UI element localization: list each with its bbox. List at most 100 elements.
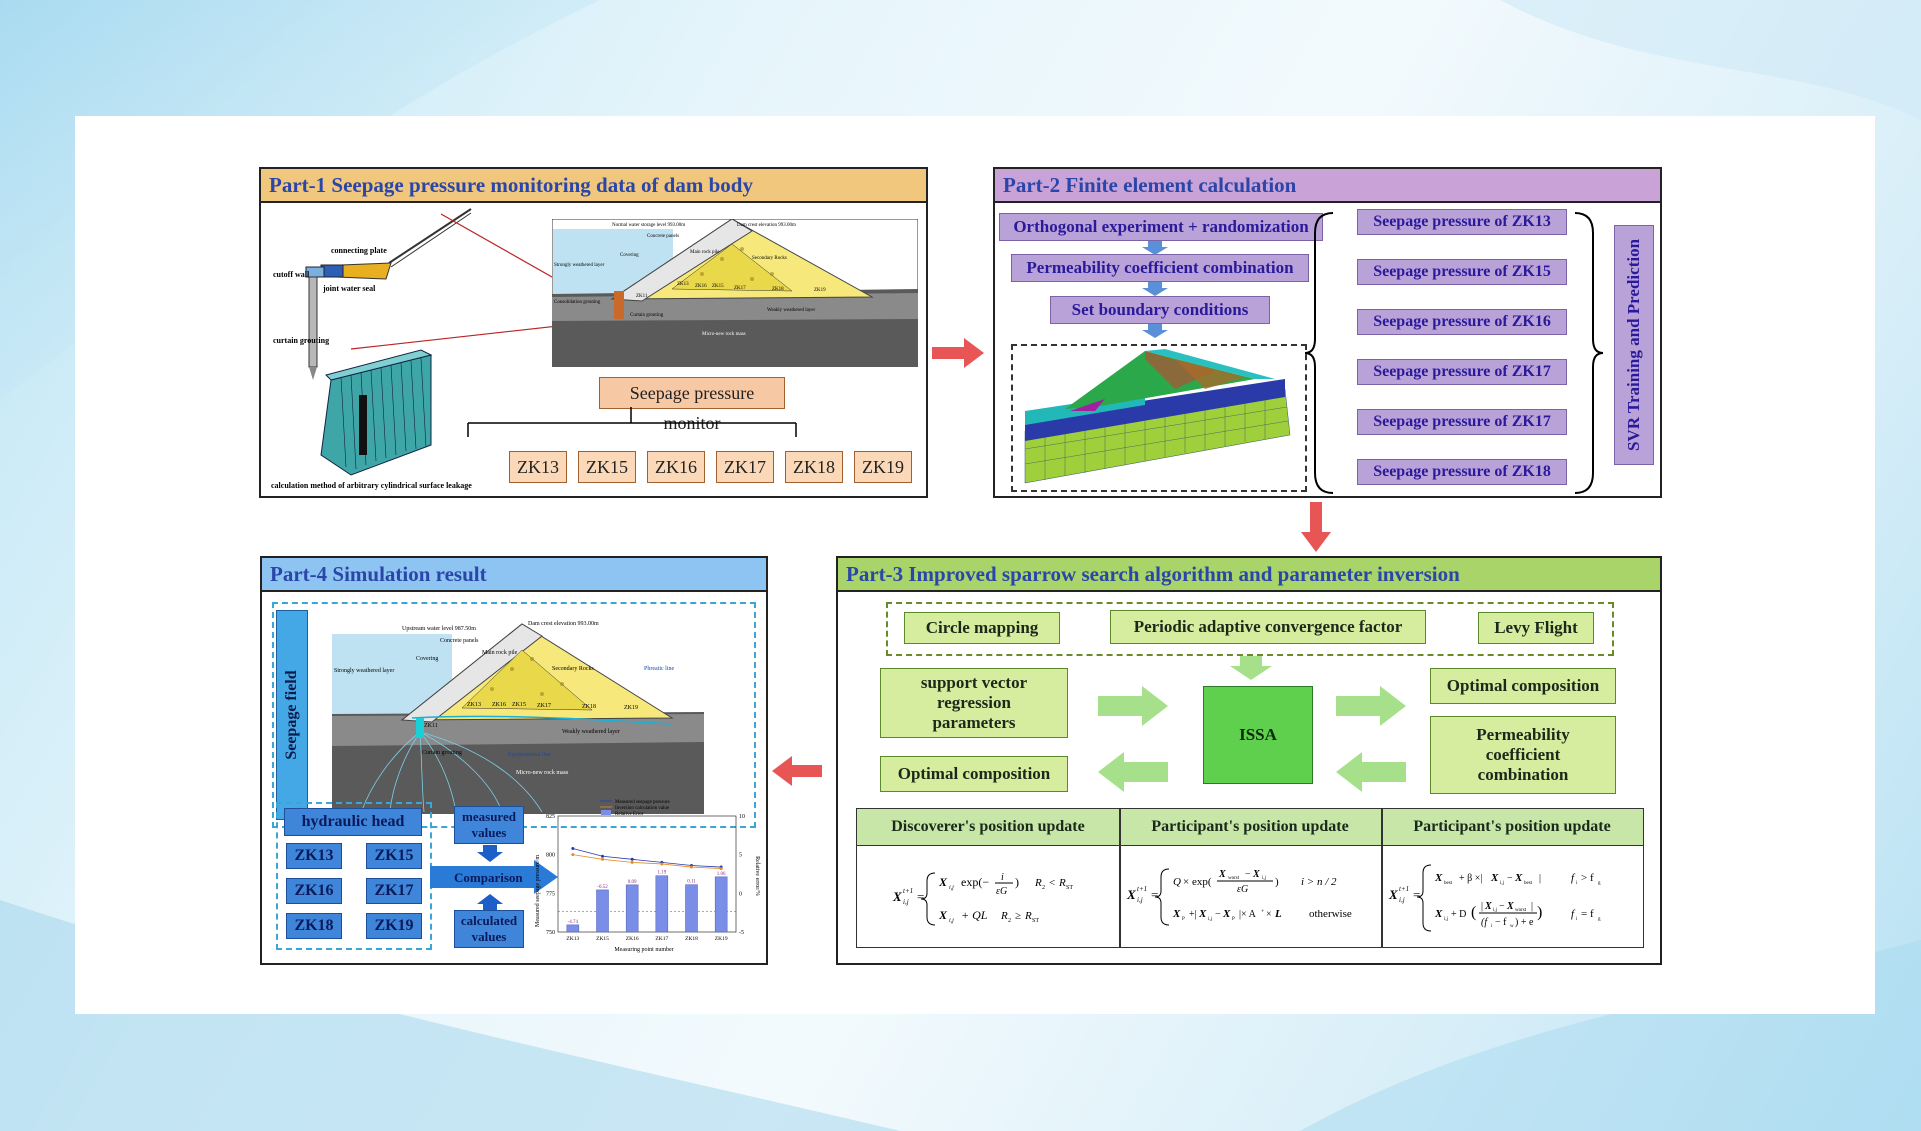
part4-panel: Part-4 Simulation result Seepage field U…: [260, 556, 768, 965]
covering-label-p4: Covering: [416, 656, 438, 662]
zk13-box: ZK13: [509, 451, 567, 483]
svg-text:i,j: i,j: [1493, 908, 1497, 913]
chart-point-inversion: [571, 853, 575, 857]
participant-update-label-1: Participant's position update: [1151, 818, 1349, 835]
chart-xtick: ZK17: [655, 936, 668, 942]
crest-label-p4: Dam crest elevation 993.00m: [528, 621, 599, 627]
svg-text:R: R: [1058, 877, 1066, 889]
chart-point-inversion: [630, 860, 634, 864]
part3-header: Part-3 Improved sparrow search algorithm…: [838, 558, 1660, 592]
chart-bar-label: -0.52: [597, 885, 608, 890]
zk16-label-p4: ZK16: [492, 702, 506, 708]
calculated-values-box: calculated values: [454, 910, 524, 948]
optimal-composition-right: Optimal composition: [1430, 668, 1616, 704]
svg-text:X: X: [1506, 901, 1514, 912]
arrow-left: [772, 756, 822, 786]
svg-text:× exp(: × exp(: [1183, 876, 1212, 888]
zk15-label-p4: ZK15: [512, 702, 526, 708]
zk13-label-p1: ZK13: [677, 282, 689, 287]
svg-text:R: R: [1024, 910, 1032, 922]
svg-text:): ): [1015, 875, 1019, 889]
svg-text:i: i: [1576, 917, 1578, 922]
part3-panel: Part-3 Improved sparrow search algorithm…: [836, 556, 1662, 965]
cutoff-wall-label: cutoff wall: [273, 270, 310, 279]
svg-text:t+1: t+1: [1137, 885, 1147, 893]
curtain-grouting-label-p1: Curtain grouting: [630, 313, 664, 318]
dam-section-part4: Upstream water level 987.50m Dam crest e…: [332, 614, 704, 814]
zk16-box: ZK16: [647, 451, 705, 483]
svg-text:best: best: [1444, 881, 1453, 886]
svr-params-label: support vector regression parameters: [920, 673, 1028, 732]
chart-bar-label: 0.09: [628, 880, 637, 885]
svg-text:(: (: [1471, 904, 1476, 921]
svg-text:+ QL: + QL: [961, 908, 988, 922]
measured-arrow: [477, 845, 503, 862]
chart-plot-frame: [557, 815, 737, 933]
arrow-right-1: [932, 338, 984, 368]
svg-text:i,j: i,j: [1262, 876, 1266, 881]
covering-label-p1: Covering: [620, 253, 639, 258]
arrow-down: [1301, 502, 1331, 552]
svg-text:−: −: [1499, 901, 1505, 912]
zk18-box: ZK18: [785, 451, 843, 483]
svg-text:Q: Q: [1173, 876, 1181, 888]
svr-label: SVR Training and Prediction: [1624, 238, 1643, 452]
svg-text:X: X: [1434, 872, 1443, 884]
svg-text:best: best: [1524, 881, 1533, 886]
svg-text:+: +: [1261, 909, 1265, 915]
curtain-grouting-label-p4: Curtain grouting: [422, 750, 462, 756]
svg-text:X: X: [892, 889, 902, 904]
chart-ytick-right: 5: [739, 853, 742, 859]
chart-legend-label: Measured seepage pressure: [615, 800, 670, 805]
svg-text:ST: ST: [1066, 885, 1073, 891]
svg-text:worst: worst: [1228, 876, 1240, 881]
svg-text:i,j: i,j: [1500, 881, 1504, 886]
svg-text:= f: = f: [1581, 908, 1594, 920]
svg-text:X: X: [1172, 908, 1181, 920]
svg-text:=: =: [1413, 887, 1420, 902]
svg-text:X: X: [1198, 908, 1207, 920]
cylinder-caption: calculation method of arbitrary cylindri…: [271, 481, 472, 490]
svg-text:> f: > f: [1581, 872, 1594, 884]
normal-level-label: Normal water storage level 993.00m: [612, 223, 685, 228]
result-chart: Measured seepage pressure/m Relative err…: [535, 800, 760, 953]
chart-bar-ZK19: [714, 876, 728, 933]
svg-text:X: X: [1434, 908, 1443, 920]
output-zk17a: Seepage pressure of ZK17: [1357, 359, 1567, 385]
output-zk15: Seepage pressure of ZK15: [1357, 259, 1567, 285]
svg-text:2: 2: [1042, 885, 1045, 891]
svg-text:|× A: |× A: [1239, 909, 1257, 920]
curtain-grouting-label: curtain grouting: [273, 336, 329, 345]
svg-text:i,j: i,j: [1137, 896, 1143, 904]
col-divider-1: [1119, 809, 1121, 947]
chart-legend-label: Inversion calculation value: [615, 806, 670, 811]
output-zk18: Seepage pressure of ZK18: [1357, 459, 1567, 485]
svg-text:εG: εG: [996, 886, 1007, 897]
comparison-label: Comparison: [454, 870, 523, 885]
svg-text:): ): [1537, 904, 1542, 921]
micro-new-label-p1: Micro-new rock mass: [702, 332, 746, 337]
svg-text:w: w: [1510, 924, 1514, 929]
joint-water-seal-label: joint water seal: [322, 284, 376, 293]
svg-text:P: P: [1232, 917, 1235, 922]
svg-text:worst: worst: [1515, 908, 1527, 913]
chart-point-measured: [571, 846, 575, 850]
part1-header: Part-1 Seepage pressure monitoring data …: [261, 169, 926, 203]
weakly-weathered-label-p4: Weakly weathered layer: [562, 729, 620, 735]
chart-ylabel-right: Relative error/%: [754, 856, 760, 896]
monitor-bracket: [467, 407, 797, 437]
perm-combo-label: Permeability coefficient combination: [1476, 725, 1570, 784]
chart-ytick-right: -5: [739, 930, 744, 936]
chart-point-inversion: [690, 865, 693, 869]
zk19-label-p4: ZK19: [624, 705, 638, 711]
chart-xtick: ZK16: [626, 936, 639, 942]
svg-text:i: i: [1001, 872, 1004, 883]
crest-label-p1: Dam crest elevation 993.00m: [737, 223, 796, 228]
strategy-circle-mapping: Circle mapping: [904, 612, 1060, 644]
chart-legend-label: Relative Error: [615, 812, 644, 817]
svg-text:<: <: [1049, 877, 1055, 889]
hydraulic-head-box: hydraulic head: [284, 808, 422, 836]
step-permeability: Permeability coefficient combination: [1011, 254, 1309, 282]
svg-text:=: =: [1151, 887, 1158, 902]
dam-section-part1: Normal water storage level 993.00m Dam c…: [552, 219, 918, 367]
